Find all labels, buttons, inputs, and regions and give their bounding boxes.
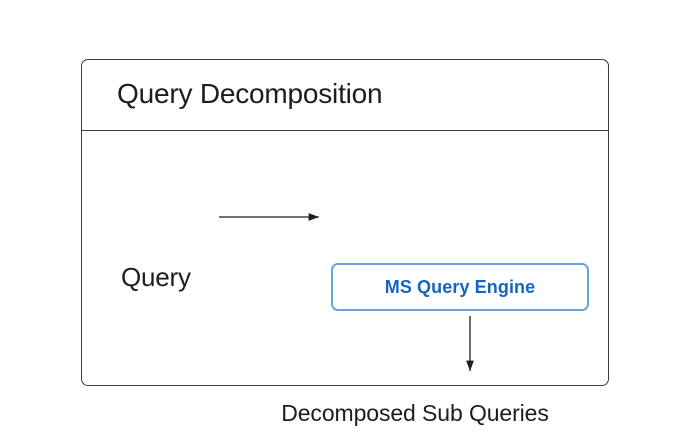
query-input-label: Query <box>121 262 191 292</box>
page-title: Query Decomposition <box>117 78 383 109</box>
card-header: Query Decomposition <box>82 60 608 131</box>
query-decomposition-card: Query Decomposition Query MS Query Engin… <box>81 59 609 426</box>
decomposed-sub-queries-label: Decomposed Sub Queries <box>82 399 608 427</box>
ms-query-engine-label: MS Query Engine <box>384 277 536 297</box>
ms-query-engine-node[interactable]: MS Query Engine <box>331 263 589 311</box>
arrow-layer <box>219 213 474 371</box>
decomposed-sub-queries-text: Decomposed Sub Queries <box>281 400 549 426</box>
card-body: Query MS Query Engine Decomposed Sub Que… <box>82 131 608 426</box>
